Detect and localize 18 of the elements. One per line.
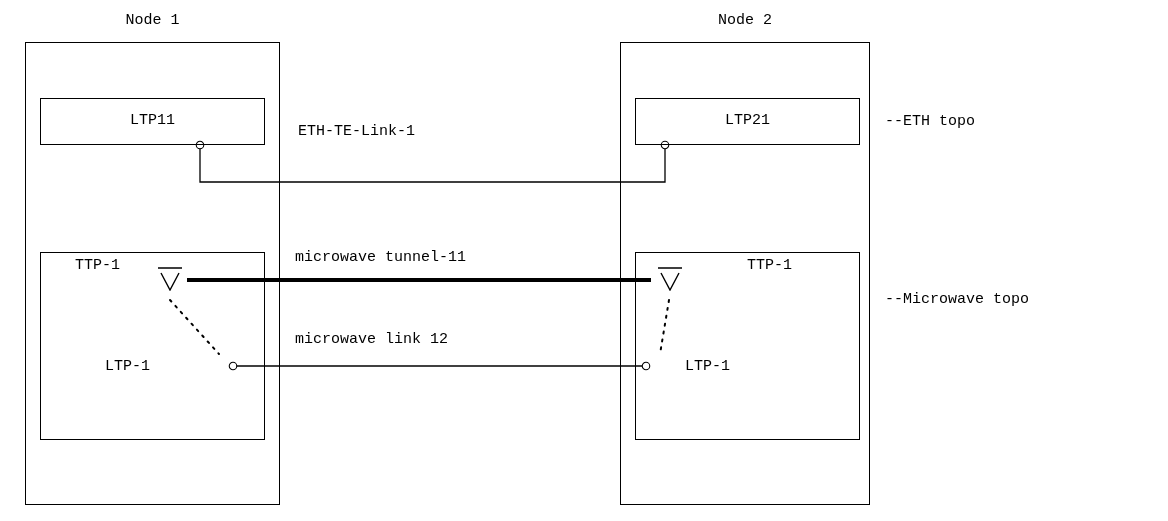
point-label: LTP21 bbox=[724, 112, 771, 130]
node-title: Node 2 bbox=[717, 12, 773, 30]
link-point-label: LTP-1 bbox=[105, 358, 150, 376]
link-line bbox=[195, 140, 670, 183]
point-box bbox=[635, 98, 860, 145]
tunnel-point-label: TTP-1 bbox=[75, 257, 120, 275]
point-box bbox=[40, 98, 265, 145]
layer-label: --Microwave topo bbox=[885, 291, 1030, 309]
tunnel-point-label: TTP-1 bbox=[747, 257, 792, 275]
node-title: Node 1 bbox=[124, 12, 181, 30]
layer-label: --ETH topo bbox=[885, 113, 975, 131]
termination-box bbox=[40, 252, 265, 440]
dotted-connector bbox=[169, 299, 220, 355]
link-line bbox=[228, 361, 651, 371]
termination-box bbox=[635, 252, 860, 440]
tunnel-line bbox=[187, 278, 651, 282]
point-label: LTP11 bbox=[129, 112, 176, 130]
link-point-label: LTP-1 bbox=[685, 358, 730, 376]
